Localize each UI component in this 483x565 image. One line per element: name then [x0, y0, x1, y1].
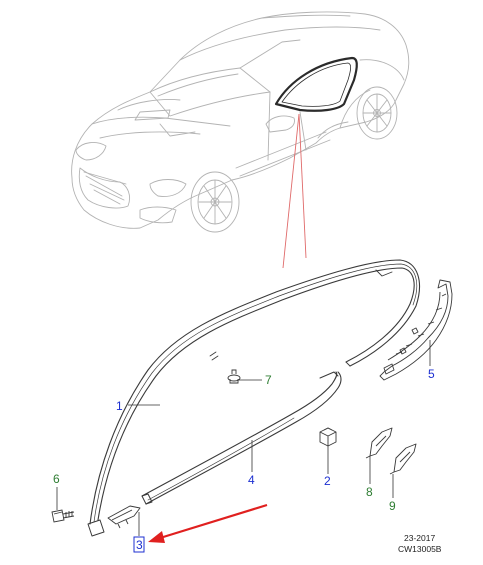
part-3-lower-trim-clip [107, 505, 141, 529]
part-4-belt-moulding [141, 371, 342, 505]
part-6-screw [51, 509, 75, 523]
part-1-window-frame-moulding [87, 259, 420, 537]
door-window-glass [274, 56, 358, 112]
callout-5[interactable]: 5 [428, 367, 435, 381]
location-leader-lines [282, 113, 307, 269]
highlight-arrow [148, 503, 268, 543]
callout-6[interactable]: 6 [53, 472, 60, 486]
callout-9[interactable]: 9 [389, 499, 396, 513]
callout-8[interactable]: 8 [366, 485, 373, 499]
part-8-flat-clip [365, 427, 393, 459]
callout-3-highlight-box [133, 536, 145, 553]
callout-1[interactable]: 1 [116, 399, 123, 413]
callout-4[interactable]: 4 [248, 473, 255, 487]
part-5-rear-trim-bracket [379, 279, 453, 381]
part-7-push-clip [227, 369, 241, 384]
part-2-nut [319, 427, 337, 447]
car-illustration [71, 11, 410, 233]
callout-7[interactable]: 7 [265, 373, 272, 387]
callout-3[interactable]: 3 [136, 538, 143, 552]
footer-date-code: 23-2017 [404, 533, 435, 543]
callout-2[interactable]: 2 [324, 474, 331, 488]
part-9-flat-clip [389, 443, 417, 475]
callout-leaders [56, 340, 431, 536]
footer-diagram-id: CW13005B [398, 544, 442, 554]
